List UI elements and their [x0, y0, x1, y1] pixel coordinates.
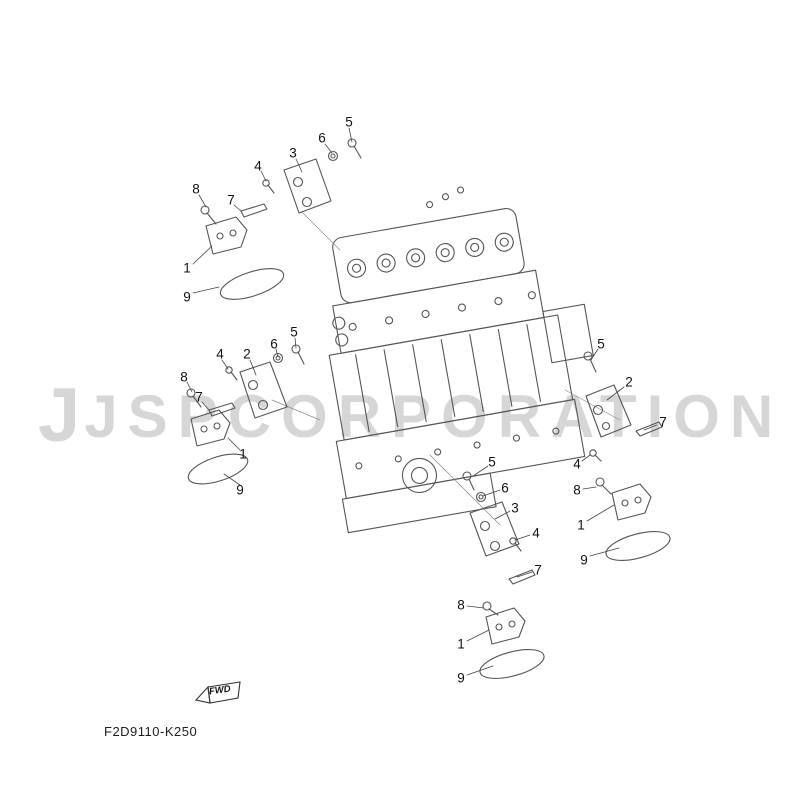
- mount-base: [239, 361, 288, 419]
- stay: [208, 402, 236, 417]
- callout-b4: 4: [216, 346, 224, 362]
- mount-cluster-left: [186, 344, 305, 485]
- bolt: [462, 471, 472, 481]
- callout-b6: 6: [270, 336, 278, 352]
- gasket-plate: [187, 453, 249, 485]
- callout-b5: 5: [290, 324, 298, 340]
- screw: [509, 537, 517, 545]
- bolt: [482, 601, 492, 611]
- mount-cluster-right: [583, 351, 671, 561]
- callout-a7: 7: [227, 192, 235, 208]
- bolt: [595, 477, 605, 487]
- attachment-lines: [271, 211, 621, 526]
- callout-b7: 7: [195, 389, 203, 405]
- mount-base: [469, 501, 520, 557]
- callout-c1: 1: [577, 517, 585, 533]
- callout-d3: 3: [511, 500, 519, 516]
- callout-c9: 9: [580, 552, 588, 568]
- mount-cluster-top: [200, 138, 362, 300]
- bolt: [186, 388, 196, 398]
- screw: [262, 179, 270, 187]
- callout-c7: 7: [659, 414, 667, 430]
- callout-a5: 5: [345, 114, 353, 130]
- stay: [240, 203, 268, 218]
- stay: [635, 421, 663, 437]
- watermark-logo: J: [38, 373, 81, 458]
- callout-c5: 5: [597, 336, 605, 352]
- callout-a3: 3: [289, 145, 297, 161]
- callout-b2: 2: [243, 346, 251, 362]
- mount-base: [283, 158, 332, 214]
- callout-c8: 8: [573, 482, 581, 498]
- callout-d8: 8: [457, 597, 465, 613]
- leader-lines: [186, 127, 658, 676]
- fwd-flag-arrow: [194, 685, 211, 704]
- bolt: [347, 138, 357, 148]
- engine-block: [328, 186, 594, 534]
- callout-d1: 1: [457, 636, 465, 652]
- mount-bracket: [485, 607, 526, 645]
- callout-d5: 5: [488, 454, 496, 470]
- washer: [475, 491, 487, 503]
- gasket-plate: [605, 531, 671, 561]
- mount-base: [585, 384, 632, 438]
- fwd-flag: FWD: [192, 677, 246, 707]
- mount-bracket: [190, 409, 231, 447]
- washer: [327, 150, 339, 162]
- callout-c2: 2: [625, 374, 633, 390]
- callout-a6: 6: [318, 130, 326, 146]
- callout-a4: 4: [254, 158, 262, 174]
- diagram-code: F2D9110-K250: [104, 724, 198, 739]
- screw: [589, 449, 597, 457]
- callout-b8: 8: [180, 369, 188, 385]
- mount-bracket: [611, 483, 652, 521]
- callout-a8: 8: [192, 181, 200, 197]
- washer: [272, 352, 284, 364]
- screw: [225, 366, 233, 374]
- callout-a9: 9: [183, 289, 191, 305]
- callout-d6: 6: [501, 480, 509, 496]
- callout-b1: 1: [239, 446, 247, 462]
- bolt: [583, 351, 593, 361]
- gasket-plate: [479, 649, 545, 679]
- callout-d9: 9: [457, 670, 465, 686]
- stay: [508, 569, 536, 585]
- mount-cluster-bottom: [462, 471, 545, 679]
- callout-d7: 7: [534, 562, 542, 578]
- gasket-plate: [219, 268, 285, 300]
- callout-b9: 9: [236, 482, 244, 498]
- callout-a1: 1: [183, 260, 191, 276]
- callout-c4: 4: [573, 456, 581, 472]
- callout-d4: 4: [532, 525, 540, 541]
- mount-bracket: [205, 216, 248, 255]
